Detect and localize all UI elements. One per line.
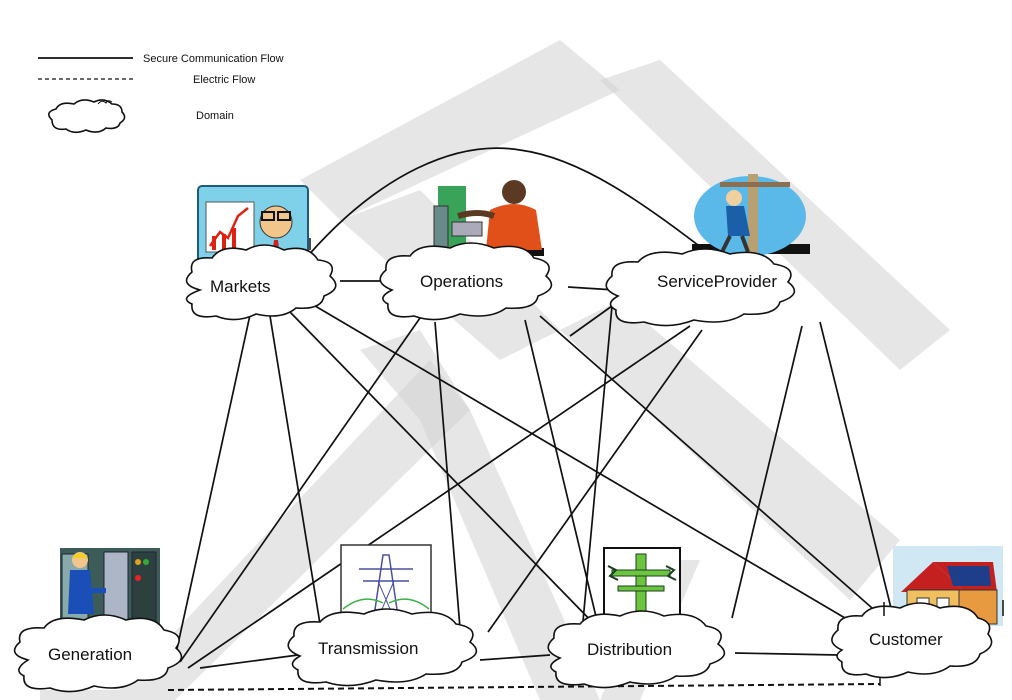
link-serviceprovider-distribution bbox=[569, 305, 613, 337]
link-operations-distribution bbox=[524, 319, 599, 626]
domain-customer: Customer bbox=[831, 602, 993, 679]
domain-generation: Generation bbox=[13, 614, 183, 693]
link-sp-dist-diag bbox=[581, 305, 613, 633]
legend-domain-label: Domain bbox=[196, 110, 234, 122]
domain-customer-label: Customer bbox=[869, 630, 943, 649]
draft-watermark bbox=[40, 40, 950, 700]
legend: Secure Communication Flow Electric Flow … bbox=[38, 53, 284, 134]
domain-markets: Markets bbox=[185, 244, 337, 321]
domain-serviceprovider: ServiceProvider bbox=[605, 248, 796, 327]
domain-distribution: Distribution bbox=[547, 610, 726, 689]
secure-links bbox=[174, 280, 893, 669]
domain-generation-label: Generation bbox=[48, 645, 132, 664]
link-distribution-customer bbox=[734, 652, 839, 656]
legend-secure-label: Secure Communication Flow bbox=[143, 53, 284, 65]
domain-distribution-label: Distribution bbox=[587, 640, 672, 659]
domain-transmission: Transmission bbox=[287, 608, 478, 687]
link-operations-transmission bbox=[434, 321, 461, 629]
domain-operations: Operations bbox=[379, 242, 553, 321]
link-serviceprovider-generation bbox=[187, 325, 691, 669]
link-markets-transmission bbox=[269, 315, 321, 625]
domain-serviceprovider-label: ServiceProvider bbox=[657, 272, 777, 291]
link-serviceprovider-transmission bbox=[487, 329, 703, 633]
domain-markets-label: Markets bbox=[210, 277, 270, 296]
link-transmission-distribution bbox=[479, 654, 551, 661]
link-markets-generation bbox=[174, 314, 251, 659]
link-generation-transmission bbox=[199, 654, 299, 669]
electric-flow-line bbox=[167, 683, 881, 691]
link-operations-generation bbox=[179, 317, 421, 663]
link-serviceprovider-customer bbox=[819, 321, 893, 613]
legend-electric-label: Electric Flow bbox=[193, 74, 255, 86]
lineman-pole-icon bbox=[692, 174, 810, 256]
domain-operations-label: Operations bbox=[420, 272, 503, 291]
arc-markets-serviceprovider bbox=[299, 147, 721, 266]
legend-cloud-icon bbox=[48, 99, 126, 134]
link-operations-customer bbox=[539, 315, 881, 616]
domain-transmission-label: Transmission bbox=[318, 639, 418, 658]
link-serviceprovider-customer-2 bbox=[731, 325, 803, 619]
link-markets-customer-diag bbox=[304, 299, 863, 629]
control-room-operator-icon bbox=[432, 180, 544, 256]
link-markets-distribution bbox=[289, 311, 601, 631]
